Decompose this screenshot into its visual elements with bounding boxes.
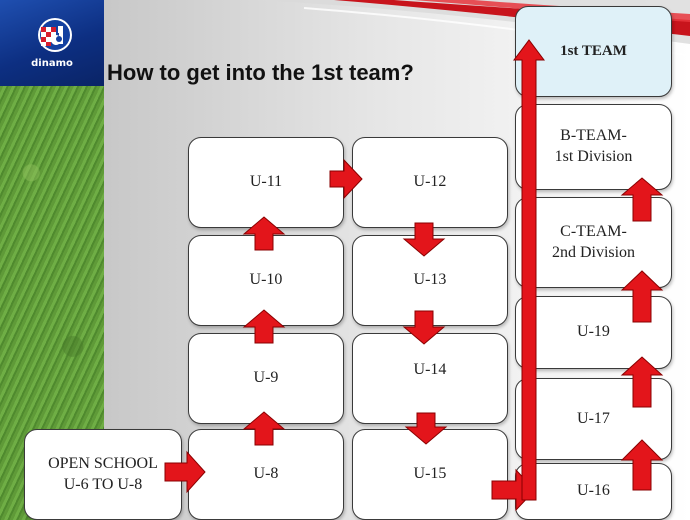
box-u11-label: U-11 <box>249 173 283 191</box>
box-open-school-label: OPEN SCHOOL U-6 TO U-8 <box>48 454 158 493</box>
box-u9-label: U-9 <box>253 369 279 387</box>
box-u8: U-8 <box>188 429 344 520</box>
box-u16: U-16 <box>515 463 672 520</box>
box-u14: U-14 <box>352 333 508 424</box>
box-u16-label: U-16 <box>577 482 610 500</box>
box-u15-label: U-15 <box>413 465 447 483</box>
box-u15: U-15 <box>352 429 508 520</box>
box-u14-label: U-14 <box>413 361 447 378</box>
logo-text: dinamo <box>31 58 73 69</box>
box-first-team: 1st TEAM <box>515 6 672 97</box>
box-u12-label: U-12 <box>413 173 447 191</box>
box-u13: U-13 <box>352 235 508 326</box>
box-u10: U-10 <box>188 235 344 326</box>
box-c-team: C-TEAM- 2nd Division <box>515 197 672 288</box>
box-u8-label: U-8 <box>253 465 279 483</box>
box-u12: U-12 <box>352 137 508 228</box>
box-u19: U-19 <box>515 296 672 369</box>
box-u10-label: U-10 <box>249 271 283 289</box>
box-u13-label: U-13 <box>413 271 447 289</box>
box-u9: U-9 <box>188 333 344 424</box>
box-b-team: B-TEAM- 1st Division <box>515 104 672 190</box>
box-first-team-label: 1st TEAM <box>560 42 627 59</box>
box-u17: U-17 <box>515 378 672 460</box>
box-c-team-label: C-TEAM- 2nd Division <box>551 222 636 261</box>
club-crest-icon <box>38 18 72 52</box>
box-u11: U-11 <box>188 137 344 228</box>
box-u19-label: U-19 <box>577 323 610 341</box>
box-u17-label: U-17 <box>577 409 610 427</box>
page-title: How to get into the 1st team? <box>107 60 414 85</box>
box-open-school: OPEN SCHOOL U-6 TO U-8 <box>24 429 182 520</box>
dinamo-logo: dinamo <box>0 0 104 86</box>
box-b-team-label: B-TEAM- 1st Division <box>554 127 633 165</box>
